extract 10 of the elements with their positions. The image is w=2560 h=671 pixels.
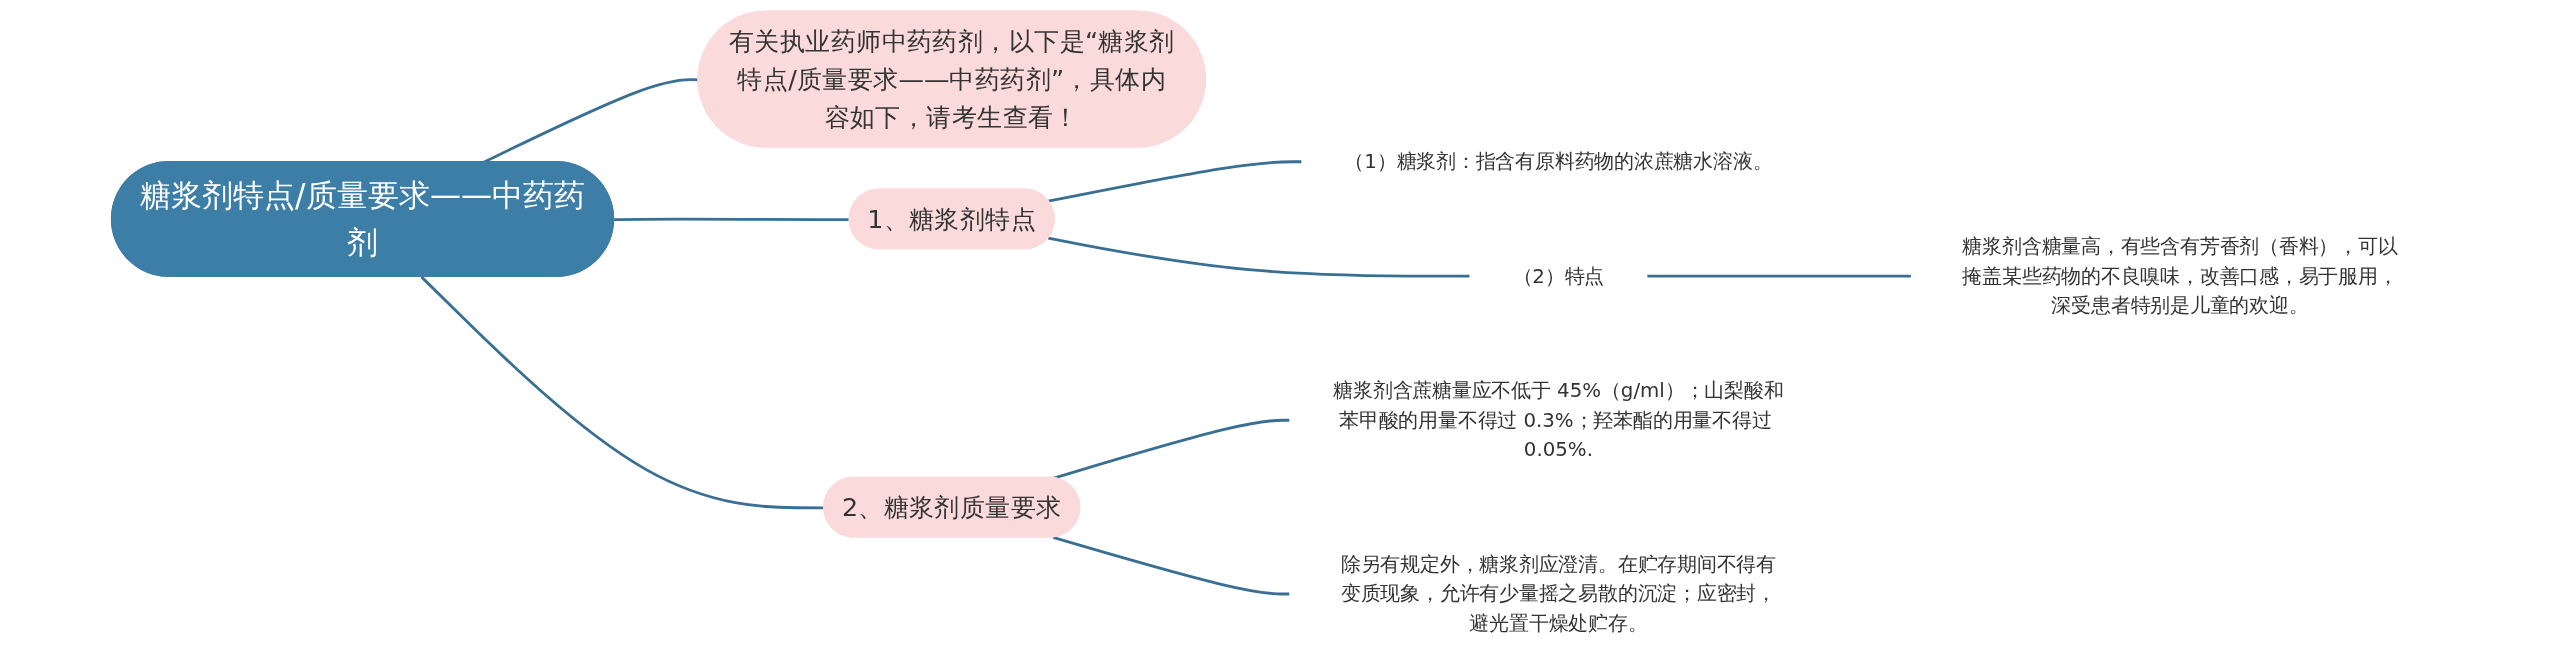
node-text: 糖浆剂含蔗糖量应不低于 45%（g/ml）；山梨酸和苯甲酸的用量不得过 0.3%；羟苯酯的用量不得过 0.05%. bbox=[1333, 378, 1784, 461]
connector bbox=[1646, 274, 1912, 278]
node-text: 除另有规定外，糖浆剂应澄清。在贮存期间不得有变质现象，允许有少量摇之易散的沉淀；应密封，避光置干燥处贮存。 bbox=[1340, 552, 1776, 635]
connector bbox=[1052, 536, 1290, 596]
node-text: 糖浆剂含糖量高，有些含有芳香剂（香料），可以掩盖某些药物的不良嗅味，改善口感，易于服用，深受患者特别是儿童的欢迎。 bbox=[1962, 234, 2398, 317]
node-text: （2）特点 bbox=[1512, 264, 1605, 287]
node-text: （1）糖浆剂：指含有原料药物的浓蔗糖水溶液。 bbox=[1344, 149, 1773, 173]
connector bbox=[1048, 236, 1471, 278]
connector bbox=[420, 275, 825, 510]
connector bbox=[1048, 160, 1303, 203]
